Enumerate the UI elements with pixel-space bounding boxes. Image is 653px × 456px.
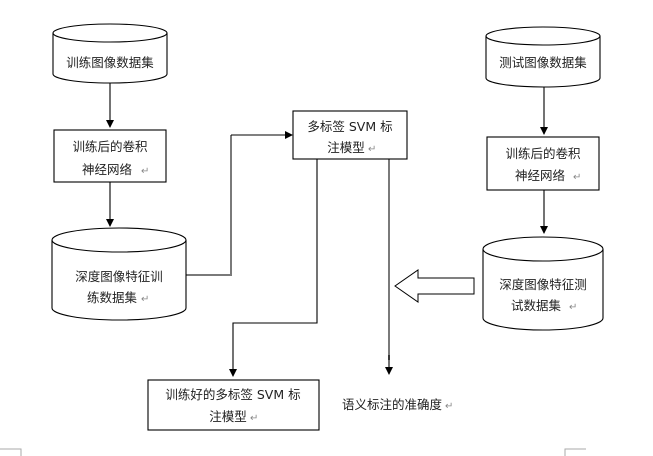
node-accuracy: 语义标注的准确度 ↵ [342,397,453,412]
paragraph-mark-icon: ↵ [141,166,149,177]
node-trained-svm: 训练好的多标签 SVM 标 注模型 ↵ [147,379,320,431]
paragraph-mark-icon: ↵ [141,294,149,305]
node-train-dataset: 训练图像数据集 [52,23,168,84]
edges [106,83,548,377]
block-arrow-test-features-to-svm [394,269,475,303]
node-label: 注模型 [209,409,247,424]
paragraph-mark-icon: ↵ [569,302,577,313]
node-label: 测试图像数据集 [499,55,587,70]
node-test-cnn: 训练后的卷积 神经网络 ↵ [486,136,600,191]
node-label: 神经网络 [82,162,133,177]
edge-svm-to-trained-svm [229,159,318,377]
node-label: 深度图像特征测 [499,277,587,292]
node-train-features: 深度图像特征训 练数据集 ↵ [51,227,187,321]
node-svm-model: 多标签 SVM 标 注模型 ↵ [292,110,408,160]
page-corner-mark-right [564,448,586,456]
paragraph-mark-icon: ↵ [250,413,258,424]
node-label: 训练图像数据集 [66,55,154,70]
edge-train-features-to-svm [186,135,232,276]
node-label: 神经网络 [515,168,566,183]
node-label: 试数据集 [511,298,562,313]
node-label: 多标签 SVM 标 [307,119,392,134]
page-corner-mark-left [0,448,22,456]
node-train-cnn: 训练后的卷积 神经网络 ↵ [53,129,167,183]
paragraph-mark-icon: ↵ [573,172,581,183]
node-test-features: 深度图像特征测 试数据集 ↵ [482,236,604,331]
node-label: 练数据集 [87,290,138,305]
paragraph-mark-icon: ↵ [445,401,453,412]
node-label: 语义标注的准确度 [342,397,443,412]
node-label: 注模型 [327,140,365,155]
paragraph-mark-icon: ↵ [368,144,376,155]
node-label: 训练后的卷积 [505,146,580,161]
node-label: 深度图像特征训 [75,269,163,284]
node-test-dataset: 测试图像数据集 [485,26,601,88]
node-label: 训练好的多标签 SVM 标 [165,387,300,402]
node-label: 训练后的卷积 [72,139,147,154]
